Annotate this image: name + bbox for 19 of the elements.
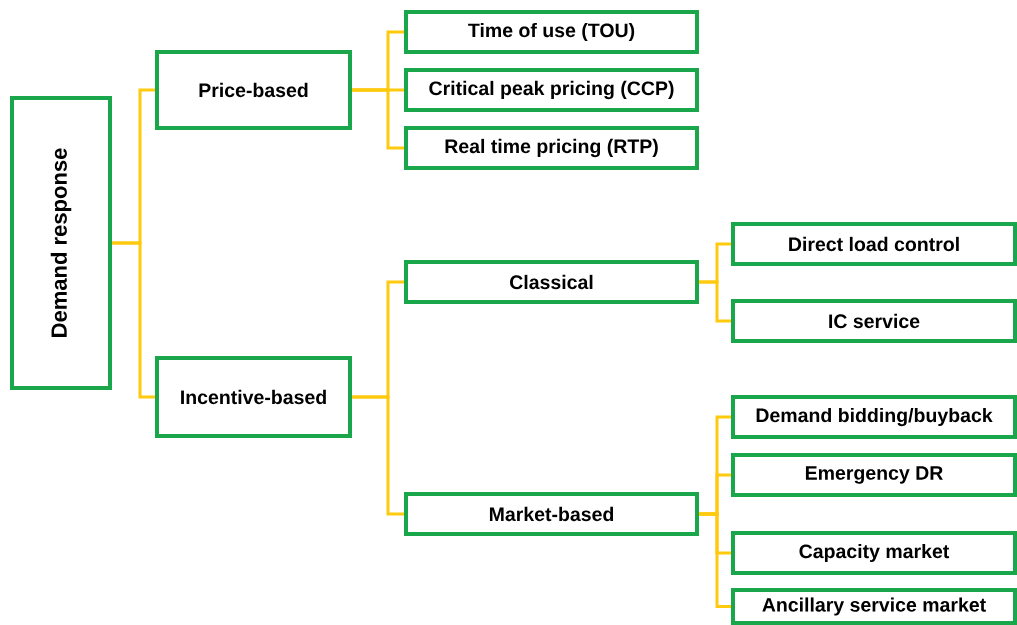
category-box: Ancillary service market: [731, 588, 1017, 625]
category-box: Emergency DR: [731, 453, 1017, 497]
connector-line: [699, 512, 731, 608]
category-box: Incentive-based: [155, 356, 352, 438]
category-box: Time of use (TOU): [404, 10, 699, 54]
category-box: Price-based: [155, 50, 352, 130]
connector-line: [352, 395, 404, 516]
category-box: Direct load control: [731, 222, 1017, 266]
category-box: Real time pricing (RTP): [404, 126, 699, 170]
connector-line: [699, 280, 731, 323]
category-box: Classical: [404, 260, 699, 304]
category-box: Capacity market: [731, 531, 1017, 575]
category-box: Critical peak pricing (CCP): [404, 68, 699, 112]
category-box: Market-based: [404, 492, 699, 536]
category-box: Demand bidding/buyback: [731, 395, 1017, 439]
category-box: Demand response: [10, 96, 112, 390]
connector-line: [112, 241, 155, 399]
category-box: IC service: [731, 299, 1017, 343]
connector-line: [352, 88, 404, 150]
